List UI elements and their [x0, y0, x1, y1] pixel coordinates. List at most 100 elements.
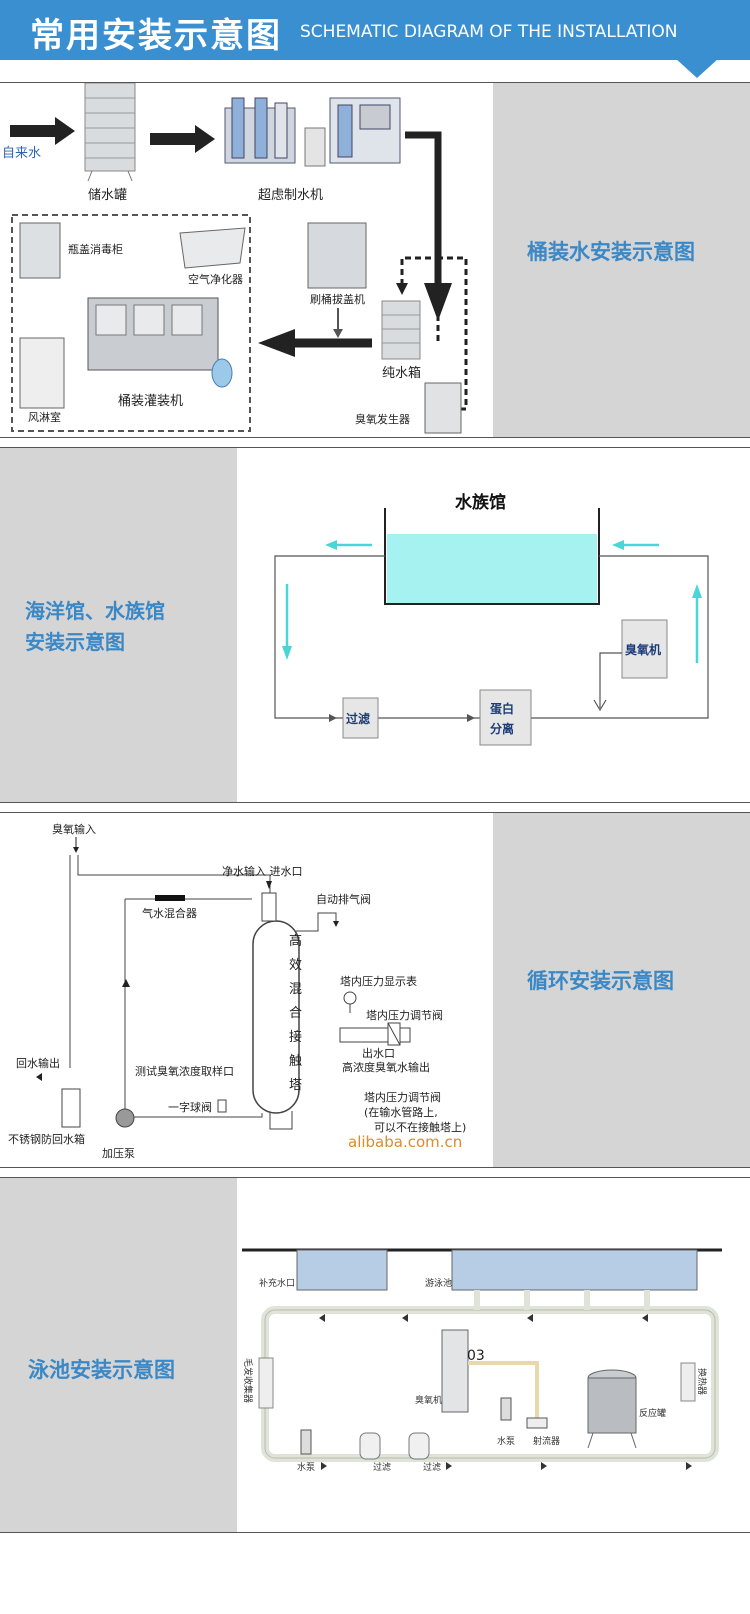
arrow-right-icon: [541, 1462, 547, 1470]
cap-cabinet-icon: [19, 222, 61, 279]
heat-exchanger-label: 换热器: [696, 1368, 708, 1395]
filling-machine-label: 桶装灌装机: [118, 394, 183, 409]
pump-b-label: 水泵: [297, 1461, 315, 1473]
ball-valve-icon: [217, 1099, 227, 1113]
ozone-machine-label: 臭氧机: [625, 642, 661, 657]
arrow-left-icon: [642, 1314, 648, 1322]
ozone-generator-label: 臭氧发生器: [355, 412, 410, 426]
tower-char-0: 高: [289, 933, 302, 949]
section-label-circulation: 循环安装示意图: [527, 969, 674, 993]
arrow-up-icon: [692, 584, 702, 598]
small-pool: [297, 1250, 387, 1290]
arrow-right-icon: [446, 1462, 452, 1470]
arrow-left-icon: [402, 1314, 408, 1322]
section-label-bottled-water: 桶装水安装示意图: [527, 240, 695, 264]
filter-tank-icon: [408, 1432, 430, 1460]
filter-a-label: 过滤: [373, 1461, 391, 1473]
arrow-right-icon: [150, 125, 215, 153]
arrow-right-icon: [686, 1462, 692, 1470]
arrow-right-icon: [321, 1462, 327, 1470]
return-tank: [61, 1088, 81, 1128]
pump-icon: [500, 1397, 512, 1421]
section-gray-panel: [0, 448, 237, 802]
arrow-left-icon: [612, 540, 624, 550]
tower-char-3: 合: [289, 1006, 302, 1021]
cleanroom-dashed-box: [11, 214, 251, 432]
pump-icon: [115, 1108, 135, 1128]
section-swimming-pool: 泳池安装示意图 补充水口 游泳池 毛发收集器 换热器 03 臭氧机: [0, 1177, 750, 1533]
bucket-brush-label: 刷桶拔盖机: [310, 292, 365, 306]
filling-machine-icon: [87, 297, 233, 388]
arrow-down-icon: [266, 881, 272, 889]
bucket-brush-icon: [307, 222, 367, 289]
ozone-input-label: 臭氧输入: [52, 822, 96, 836]
storage-tank-icon: [84, 83, 136, 182]
pump-a-label: 水泵: [497, 1435, 515, 1447]
pool-label: 游泳池: [425, 1277, 452, 1289]
arrow-down-icon: [396, 283, 408, 295]
arrow-left-icon: [319, 1314, 325, 1322]
ozone-tag: 03: [467, 1348, 485, 1364]
protein-label-1: 蛋白: [490, 701, 514, 716]
section-gray-panel: [493, 83, 750, 437]
pressure-valve-label: 塔内压力调节阀: [366, 1008, 443, 1022]
storage-tank-label: 储水罐: [88, 188, 127, 203]
hc-output-label: 高浓度臭氧水输出: [342, 1060, 430, 1074]
reactor-tank: [587, 1377, 637, 1434]
outlet-label: 出水口: [362, 1046, 395, 1060]
arrow-left-icon: [36, 1073, 42, 1081]
arrow-up-icon: [122, 979, 130, 987]
filter-label: 过滤: [346, 711, 370, 726]
page-subtitle: SCHEMATIC DIAGRAM OF THE INSTALLATION: [300, 22, 678, 42]
cap-cabinet-label: 瓶盖消毒柜: [68, 242, 123, 256]
valve-note-1: 塔内压力调节阀: [364, 1090, 441, 1104]
uf-machine-label: 超虑制水机: [258, 188, 323, 203]
refill-label: 补充水口: [259, 1277, 295, 1289]
pressure-gauge-icon: [343, 991, 357, 1005]
arrow-right-icon: [329, 714, 337, 722]
arrow-right-icon: [467, 714, 475, 722]
section-circulation: 循环安装示意图 臭氧输入 气水混合器 净水输入 进水口 高 效 混 合 接 触 …: [0, 812, 750, 1168]
air-shower-label: 风淋室: [28, 410, 61, 424]
ejector-icon: [526, 1417, 548, 1429]
aquarium-title: 水族馆: [455, 492, 506, 513]
dashed-loop: [400, 256, 440, 341]
arrow-down-icon: [333, 329, 343, 338]
section-label-aquarium-1: 海洋馆、水族馆: [25, 599, 165, 623]
heat-exchanger-icon: [680, 1362, 696, 1402]
flow-pipe: [599, 652, 622, 708]
section-gray-panel: [0, 1178, 237, 1532]
test-sample-label: 测试臭氧浓度取样口: [135, 1064, 234, 1078]
ozone-generator-icon: [424, 382, 462, 434]
ball-valve-label: 一字球阀: [168, 1100, 212, 1114]
auto-vent-label: 自动排气阀: [316, 892, 371, 906]
filter-box: [342, 697, 379, 739]
tower-inlet-pipe: [261, 892, 277, 922]
reactor-label: 反应罐: [639, 1407, 666, 1419]
aquarium-water: [387, 534, 597, 604]
ozone-machine-label: 臭氧机: [415, 1394, 442, 1406]
aquarium-diagram: 水族馆 臭氧机 过滤 蛋白 分离: [274, 492, 709, 746]
arrow-down-icon: [593, 699, 607, 712]
arrow-right-icon: [10, 117, 75, 145]
pure-tank-label: 纯水箱: [382, 365, 421, 381]
air-purifier-label: 空气净化器: [188, 272, 243, 286]
section-bottled-water: 桶装水安装示意图 自来水 储水罐 超虑制水机: [0, 82, 750, 438]
air-purifier-icon: [179, 227, 246, 269]
pump-icon: [300, 1429, 312, 1455]
watermark: alibaba.com.cn: [348, 1133, 462, 1151]
page-title: 常用安装示意图: [30, 16, 282, 56]
arrow-left-icon: [258, 329, 295, 357]
arrow-left-icon: [325, 540, 337, 550]
ozone-machine-box: [621, 619, 668, 679]
flow-pipe: [274, 555, 385, 719]
valve-note-2: (在输水管路上,: [364, 1105, 438, 1119]
flow-pipe: [531, 555, 709, 719]
vent-pipe: [296, 912, 337, 932]
swimming-pool-diagram: 补充水口 游泳池 毛发收集器 换热器 03 臭氧机 水泵 射流器: [242, 1248, 722, 1473]
header-bar: 常用安装示意图 SCHEMATIC DIAGRAM OF THE INSTALL…: [0, 0, 750, 60]
ejector-label: 射流器: [533, 1435, 560, 1447]
arrow-left-icon: [527, 1314, 533, 1322]
ozone-machine-icon: [441, 1329, 469, 1413]
return-output-label: 回水输出: [16, 1056, 60, 1070]
